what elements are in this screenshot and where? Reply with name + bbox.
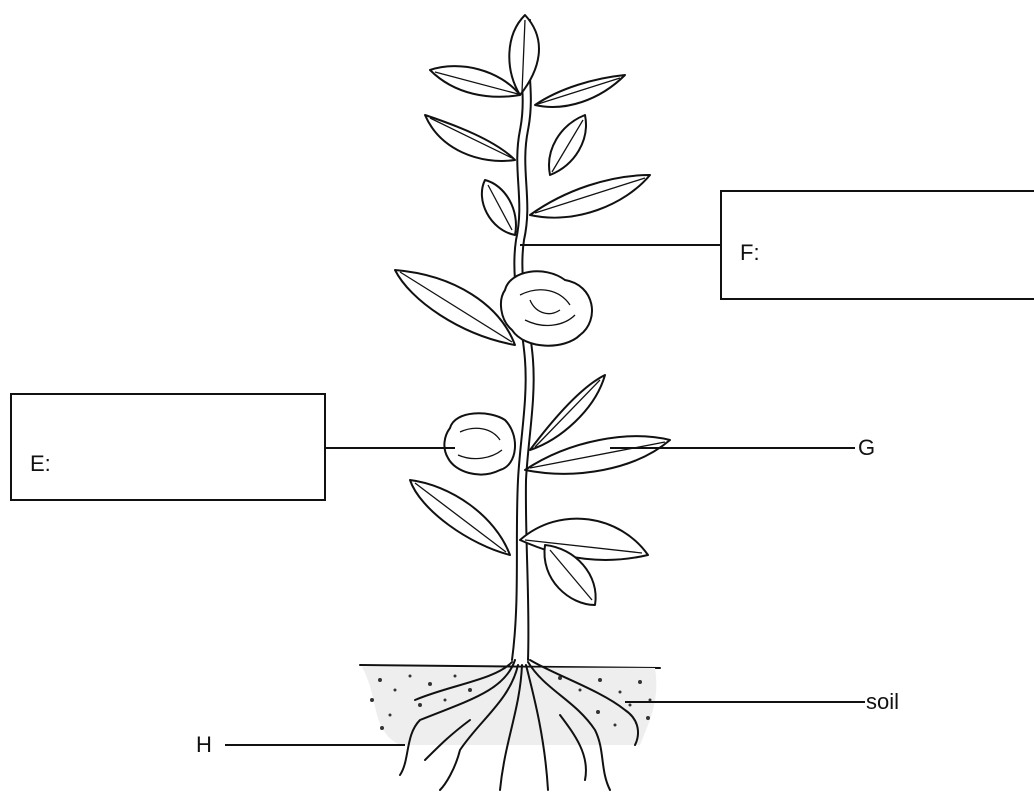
label-box-F xyxy=(720,190,1034,300)
label-soil: soil xyxy=(866,691,899,713)
label-H: H xyxy=(196,734,212,756)
label-F: F: xyxy=(740,242,760,264)
label-box-E xyxy=(10,393,326,501)
label-G: G xyxy=(858,437,875,459)
label-E: E: xyxy=(30,453,51,475)
